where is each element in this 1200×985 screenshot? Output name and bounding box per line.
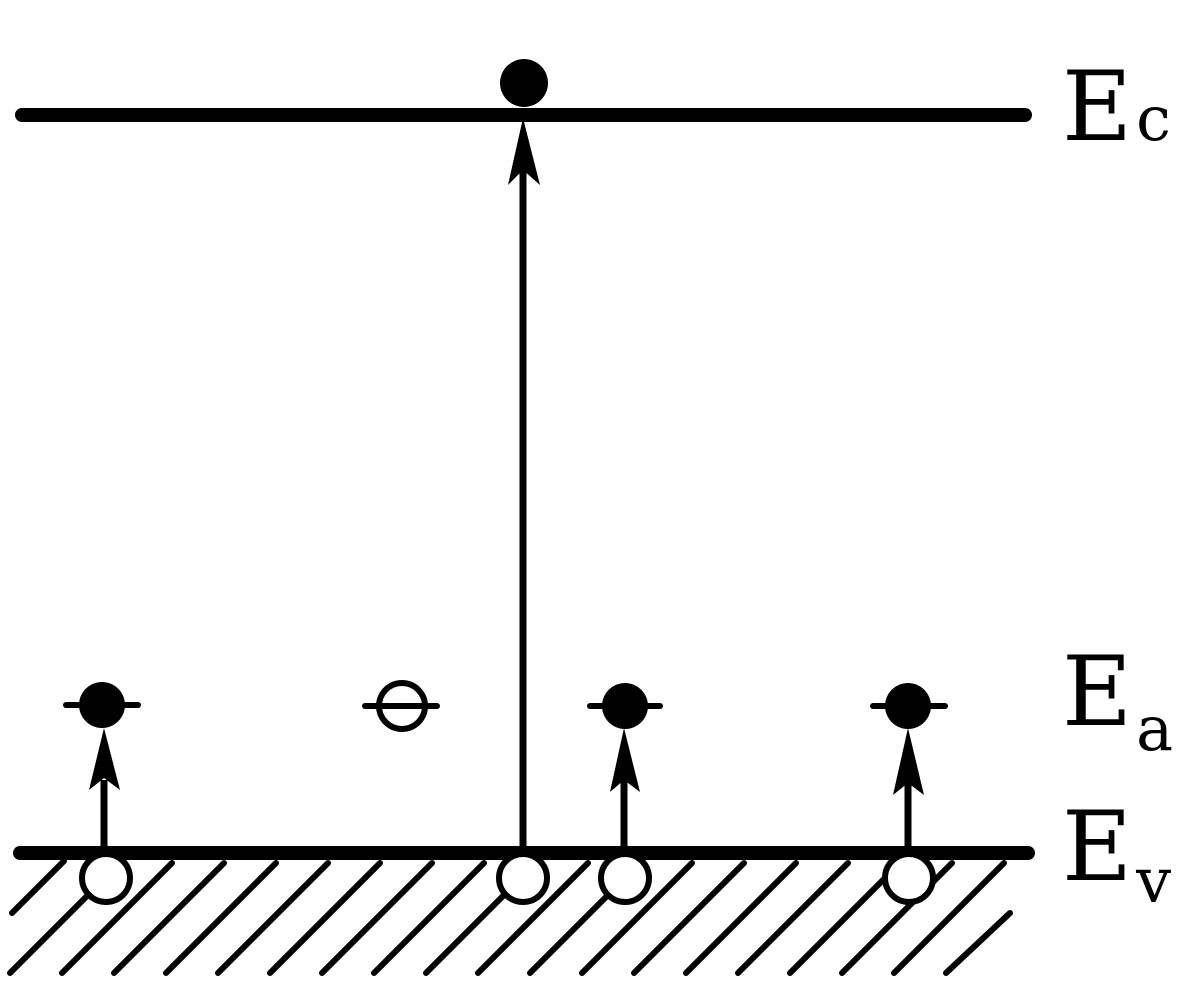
- acceptor-level-2-empty: [362, 680, 440, 732]
- acceptor-level-3: [587, 683, 663, 729]
- hole-3: [598, 851, 652, 905]
- excitation-arrow-to-conduction: [508, 118, 540, 853]
- acceptor-electron-4: [885, 683, 931, 729]
- hole-1: [79, 851, 133, 905]
- hole-2: [496, 851, 550, 905]
- valence-holes: [79, 851, 936, 905]
- label-acceptor-level: Ea: [1062, 636, 1173, 765]
- valence-band-hatching: [7, 858, 1013, 976]
- conduction-electron: [500, 59, 548, 107]
- empty-acceptor-state: [376, 680, 428, 732]
- label-valence-band: Ev: [1062, 791, 1171, 917]
- acceptor-electron-1: [79, 682, 125, 728]
- acceptor-level-1: [63, 682, 141, 728]
- excitation-arrow-3: [610, 728, 640, 853]
- label-conduction-band: Ec: [1062, 51, 1171, 163]
- excitation-arrow-4: [893, 728, 924, 853]
- acceptor-level-4: [870, 683, 948, 729]
- hole-4: [882, 851, 936, 905]
- excitation-arrow-1: [89, 728, 120, 853]
- acceptor-electron-3: [602, 683, 648, 729]
